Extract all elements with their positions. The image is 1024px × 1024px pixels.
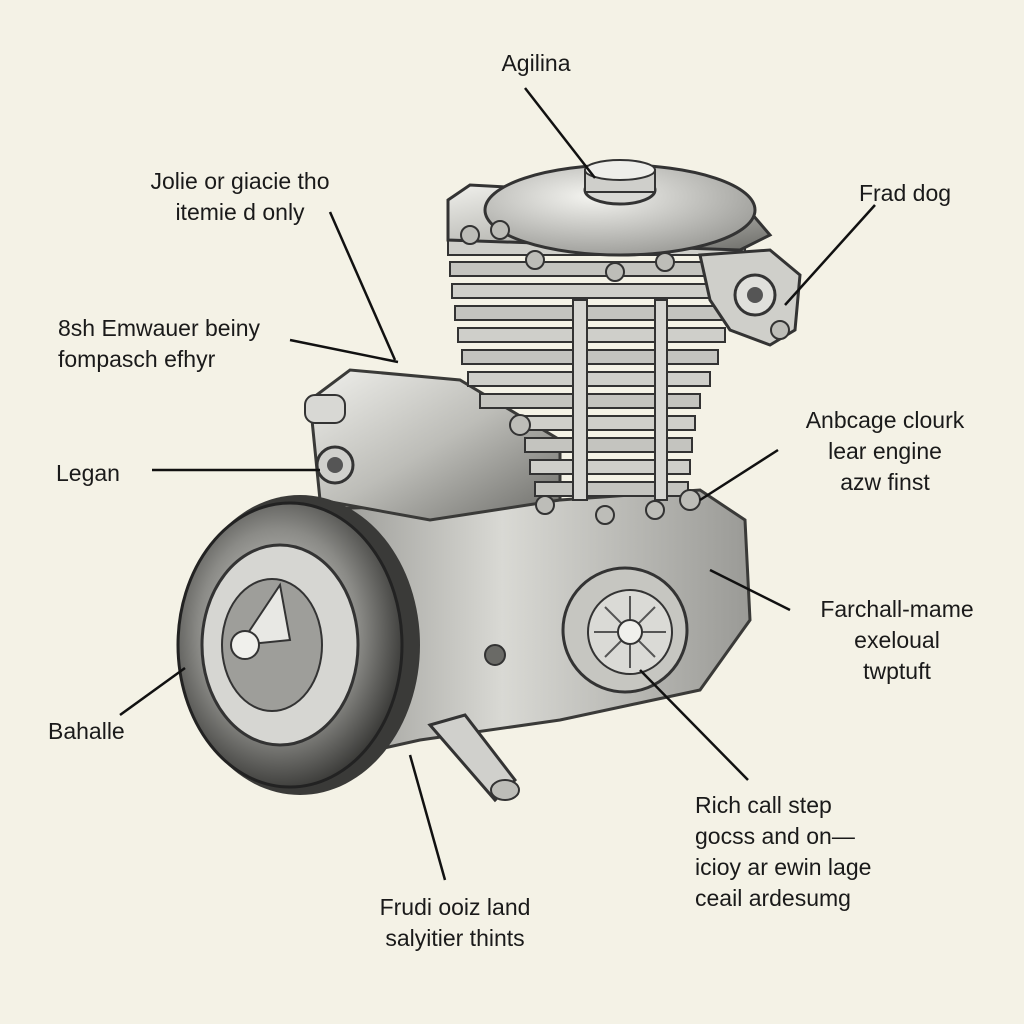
callout-line: Agilina [501,50,571,76]
leader-lines [119,87,876,881]
callout-line: 8sh Emwauer beiny [58,315,260,341]
callout-line: Rich call step [695,792,832,818]
callout-right-2: Farchall-mame exeloual twptuft [792,594,1002,687]
callout-line: azw finst [840,469,930,495]
callout-line: Bahalle [48,718,125,744]
callout-line: exeloual [854,627,940,653]
callout-upper-left: Jolie or giacie tho itemie d only [110,166,370,228]
callout-line: Legan [56,460,120,486]
callout-line: Farchall-mame [820,596,974,622]
callout-line: twptuft [863,658,931,684]
callout-lower-left: Bahalle [48,716,125,747]
callout-line: itemie d only [175,199,305,225]
callout-bottom: Frudi ooiz land salyitier thints [340,892,570,954]
callout-line: lear engine [828,438,942,464]
callout-right-1: Anbcage clourk lear engine azw finst [770,405,1000,498]
callout-line: gocss and on— [695,823,855,849]
callout-line: icioy ar ewin lage [695,854,872,880]
callout-top: Agilina [436,48,636,79]
callout-line: fompasch efhyr [58,346,216,372]
callout-line: Jolie or giacie tho [150,168,330,194]
callout-left: Legan [56,458,120,489]
callout-lower-right: Rich call step gocss and on— icioy ar ew… [695,790,871,914]
callout-line: Frad dog [858,180,952,206]
callout-line: salyitier thints [385,925,525,951]
callout-line: Anbcage clourk [805,407,965,433]
callout-mid-left: 8sh Emwauer beiny fompasch efhyr [58,313,260,375]
callout-line: ceail ardesumg [695,885,851,911]
callout-line: Frudi ooiz land [379,894,531,920]
engine-drawing [176,159,802,803]
callout-upper-right: Frad dog [820,178,990,209]
pulley [176,495,420,795]
